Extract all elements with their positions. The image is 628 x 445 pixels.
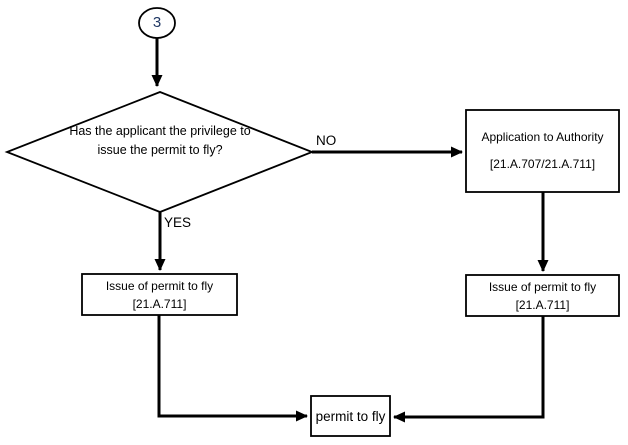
application-to-authority-ref: [21.A.707/21.A.711] <box>489 157 596 171</box>
issue-permit-right-label: Issue of permit to fly [21.A.711] <box>467 276 618 315</box>
branch-label-yes: YES <box>164 215 192 230</box>
arrow-right-to-permit <box>393 316 545 423</box>
permit-to-fly-title: permit to fly <box>315 408 386 424</box>
permit-to-fly-label: permit to fly <box>312 397 389 435</box>
application-to-authority-label: Application to Authority [21.A.707/21.A.… <box>467 111 618 191</box>
branch-label-no: NO <box>316 133 337 148</box>
decision-question: Has the applicant the privilege to issue… <box>69 124 251 157</box>
application-to-authority-title: Application to Authority <box>481 130 604 144</box>
issue-permit-left-label: Issue of permit to fly [21.A.711] <box>83 275 236 314</box>
arrow-left-to-permit <box>157 315 308 422</box>
application-to-authority-box <box>465 109 620 193</box>
issue-permit-left-ref: [21.A.711] <box>132 296 187 311</box>
issue-permit-right-title: Issue of permit to fly <box>488 279 597 294</box>
permit-to-fly-box <box>310 395 391 437</box>
issue-permit-left-title: Issue of permit to fly <box>105 278 214 293</box>
connector-number: 3 <box>152 14 162 31</box>
issue-permit-right-ref: [21.A.711] <box>515 297 570 312</box>
